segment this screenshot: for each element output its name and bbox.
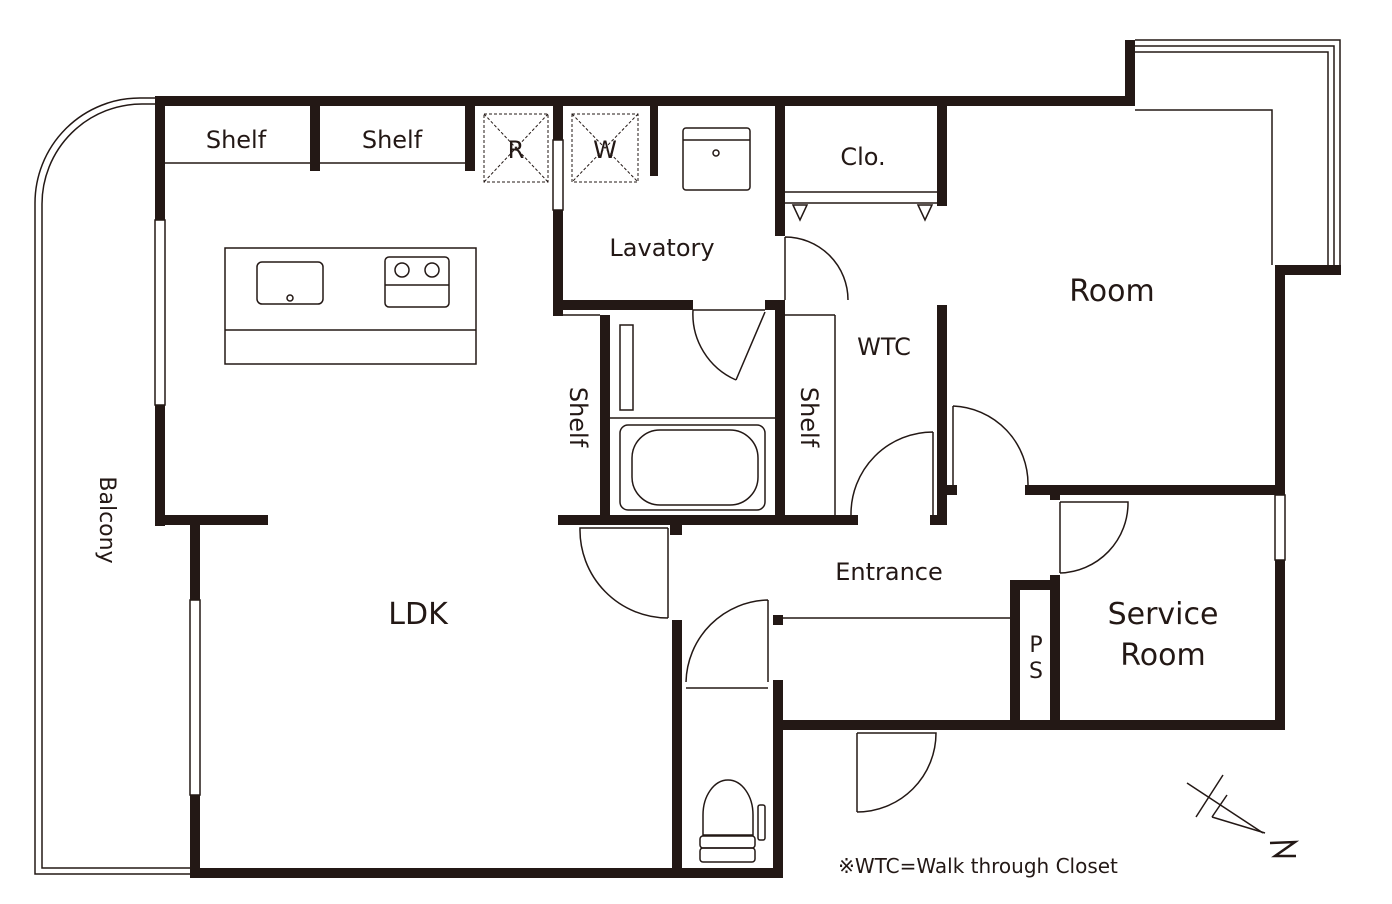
door-toilet (685, 599, 769, 683)
balcony-label: Balcony (94, 476, 119, 563)
service-room-label: Service (1108, 597, 1219, 632)
ps-label-s: S (1029, 659, 1043, 684)
north-arrow-icon (1186, 774, 1300, 858)
room-labels: Shelf Shelf Clo. Lavatory Shelf Shelf WT… (94, 126, 1218, 878)
shelf-label: Shelf (362, 126, 423, 154)
stove-icon (384, 256, 450, 308)
door-wtc (850, 431, 934, 516)
door-lavatory (784, 236, 849, 301)
shelf-label: Shelf (206, 126, 267, 154)
service-room-label-2: Room (1120, 638, 1205, 673)
door-service-room (1059, 501, 1129, 574)
sink-icon (256, 261, 324, 305)
doors[interactable] (579, 204, 1129, 813)
door-bath (692, 309, 766, 381)
legend-note: ※WTC=Walk through Closet (838, 854, 1118, 878)
closet-door-markers (791, 204, 934, 222)
lavatory-label: Lavatory (609, 234, 714, 262)
kitchen-island (224, 247, 477, 365)
room-label: Room (1069, 274, 1154, 309)
ps-label-p: P (1029, 633, 1042, 658)
toilet (699, 779, 766, 863)
balcony-outline (34, 97, 190, 875)
door-room (952, 405, 1029, 486)
shelf-bath-label: Shelf (564, 387, 592, 448)
wtc-label: WTC (857, 333, 911, 361)
door-entrance (856, 732, 937, 813)
north-letter (1269, 840, 1300, 858)
entrance-label: Entrance (835, 558, 943, 586)
closet-label: Clo. (840, 143, 885, 171)
fridge-label: R (508, 136, 525, 164)
washer-space: W (571, 113, 639, 183)
bathtub (619, 324, 766, 511)
fridge-space: R (483, 113, 549, 183)
washer-label: W (593, 136, 617, 164)
shelf-wtc-label: Shelf (795, 387, 823, 448)
door-ldk (579, 527, 669, 619)
walls (155, 40, 1341, 878)
ldk-label: LDK (388, 597, 449, 632)
washbasin (682, 127, 751, 191)
interior-lines (154, 39, 1341, 796)
